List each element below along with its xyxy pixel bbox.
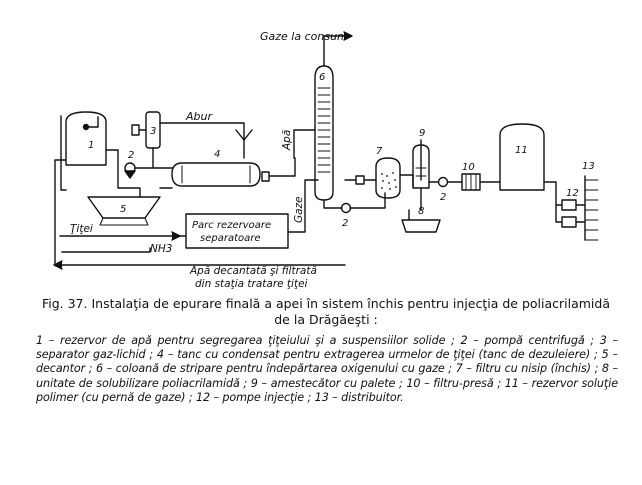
condensate-tank-4: [171, 162, 261, 187]
crude-label: Ţiţei: [70, 223, 93, 235]
pump-2-right: [437, 176, 449, 188]
equipment-number-7: 7: [376, 146, 383, 157]
equipment-number-2-right: 2: [440, 192, 446, 203]
tank-park-label-line1: Parc rezervoare: [192, 220, 271, 231]
sand-filter-7: [375, 157, 401, 199]
injection-pump-12b: [561, 216, 577, 228]
polymer-tank-11: [499, 123, 545, 191]
mixer-9: [412, 144, 430, 189]
equipment-number-9: 9: [419, 128, 425, 139]
pump-2-middle: [340, 202, 352, 214]
equipment-number-13: 13: [582, 161, 595, 172]
equipment-number-5: 5: [120, 204, 126, 215]
equipment-number-3: 3: [150, 126, 156, 137]
equipment-number-8: 8: [418, 206, 424, 217]
returned-water-label-line2: din staţia tratare ţiţei: [195, 278, 308, 290]
injection-pump-12a: [561, 199, 577, 211]
equipment-number-11: 11: [515, 145, 528, 156]
tank-park-label-line2: separatoare: [200, 233, 261, 244]
equipment-number-6: 6: [319, 72, 325, 83]
gas-to-consumption-label: Gaze la consum: [260, 30, 348, 43]
equipment-number-2-middle: 2: [342, 218, 348, 229]
equipment-number-4: 4: [214, 149, 220, 160]
gas-label: Gaze: [293, 196, 305, 223]
water-tank-1: [65, 111, 107, 166]
returned-water-label-line1: Apă decantată şi filtrată: [189, 265, 317, 277]
equipment-number-2: 2: [128, 150, 134, 161]
equipment-number-12: 12: [566, 188, 579, 199]
equipment-number-1: 1: [88, 140, 94, 151]
water-label: Apă: [281, 130, 293, 151]
figure-caption-title: Fig. 37. Instalaţia de epurare finală a …: [41, 296, 611, 327]
steam-label: Abur: [185, 110, 213, 123]
stripping-column-6: [314, 65, 334, 201]
solubilization-unit-8: [401, 219, 441, 233]
tank-park-box: [185, 213, 289, 249]
equipment-number-10: 10: [462, 162, 475, 173]
ammonia-label: NH3: [150, 243, 172, 255]
process-flow-diagram: Gaze la consum Abur Apă Gaze Ţiţei Parc …: [53, 30, 599, 290]
figure-caption-legend: 1 – rezervor de apă pentru segregarea ţi…: [36, 334, 618, 404]
